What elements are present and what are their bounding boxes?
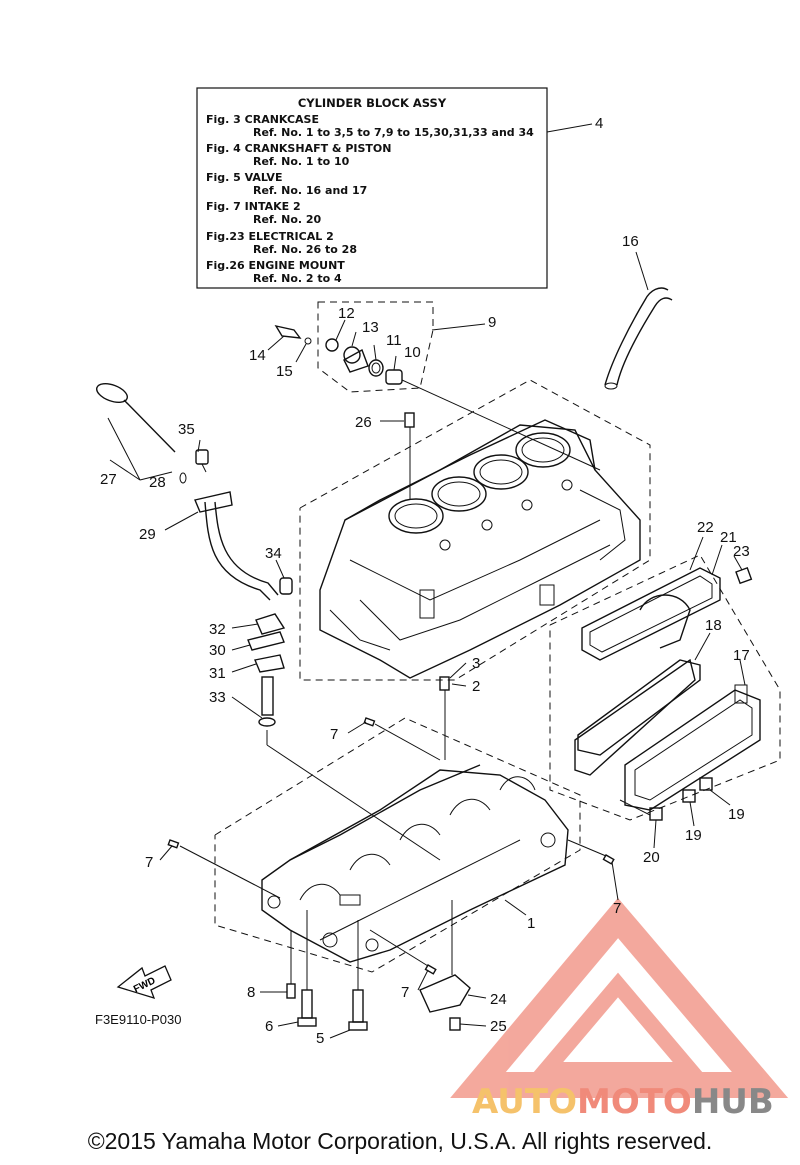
info-line-ref: Ref. No. 1 to 10 [253,155,350,168]
callout-22: 22 [697,519,714,536]
callout-33: 33 [209,689,226,706]
intake-cover [581,567,721,661]
callout-7: 7 [330,726,338,743]
callout-numbers: 1 2 3 4 5 6 7 7 7 7 8 9 10 11 12 13 14 1… [100,115,750,1047]
callout-7: 7 [401,984,409,1001]
callout-9: 9 [488,314,496,331]
watermark-logo [450,897,789,1098]
watermark-hub: HUB [692,1082,774,1122]
callout-29: 29 [139,526,156,543]
crankcase [261,764,569,963]
callout-2: 2 [472,678,480,695]
info-line-ref: Ref. No. 20 [253,213,322,226]
callout-19: 19 [685,827,702,844]
callout-21: 21 [720,529,737,546]
drawing-number: F3E9110-P030 [95,1012,182,1027]
leader-lines [107,251,746,1039]
exhaust-cover [574,658,761,811]
info-line-fig: Fig. 3 CRANKCASE [206,113,319,126]
info-line-ref: Ref. No. 16 and 17 [253,184,367,197]
callout-26: 26 [355,414,372,431]
callout-10: 10 [404,344,421,361]
info-line-fig: Fig. 7 INTAKE 2 [206,200,301,213]
info-line-ref: Ref. No. 2 to 4 [253,272,342,285]
callout-16: 16 [622,233,639,250]
callout-24: 24 [490,991,507,1008]
info-box: CYLINDER BLOCK ASSY Fig. 3 CRANKCASE Ref… [196,87,548,289]
callout-20: 20 [643,849,660,866]
callout-17: 17 [733,647,750,664]
callout-35: 35 [178,421,195,438]
callout-4: 4 [595,115,603,132]
callout-30: 30 [209,642,226,659]
callout-7: 7 [145,854,153,871]
callout-6: 6 [265,1018,273,1035]
watermark-moto: MOTO [577,1082,692,1122]
callout-25: 25 [490,1018,507,1035]
callout-5: 5 [316,1030,324,1047]
svg-text:AUTOMOTOHUB: AUTOMOTOHUB [472,1082,774,1122]
info-line-ref: Ref. No. 26 to 28 [253,243,357,256]
fwd-arrow-icon: FWD [116,965,172,1000]
lower-left-parts [195,449,293,727]
callout-3: 3 [472,655,480,672]
info-line-ref: Ref. No. 1 to 3,5 to 7,9 to 15,30,31,33 … [253,126,534,139]
callout-7: 7 [613,900,621,917]
callout-27: 27 [100,471,117,488]
callout-32: 32 [209,621,226,638]
dipstick [96,383,279,601]
callout-34: 34 [265,545,282,562]
callout-19: 19 [728,806,745,823]
cylinder-block [319,419,641,679]
info-line-fig: Fig. 5 VALVE [206,171,282,184]
copyright-notice: ©2015 Yamaha Motor Corporation, U.S.A. A… [87,1128,713,1154]
callout-8: 8 [247,984,255,1001]
callout-18: 18 [705,617,722,634]
callout-15: 15 [276,363,293,380]
valve-parts [274,324,403,385]
callout-12: 12 [338,305,355,322]
callout-31: 31 [209,665,226,682]
assembly-outlines [214,301,781,973]
info-line-fig: Fig. 4 CRANKSHAFT & PISTON [206,142,392,155]
info-line-fig: Fig.26 ENGINE MOUNT [206,259,345,272]
watermark-text: AUTOMOTOHUB [472,1082,774,1122]
info-box-title: CYLINDER BLOCK ASSY [298,96,447,110]
info-line-fig: Fig.23 ELECTRICAL 2 [206,230,334,243]
callout-28: 28 [149,474,166,491]
callout-14: 14 [249,347,266,364]
callout-1: 1 [527,915,535,932]
watermark-auto: AUTO [472,1082,577,1122]
callout-11: 11 [386,332,402,349]
callout-13: 13 [362,319,379,336]
hose [604,287,673,390]
callout-23: 23 [733,543,750,560]
